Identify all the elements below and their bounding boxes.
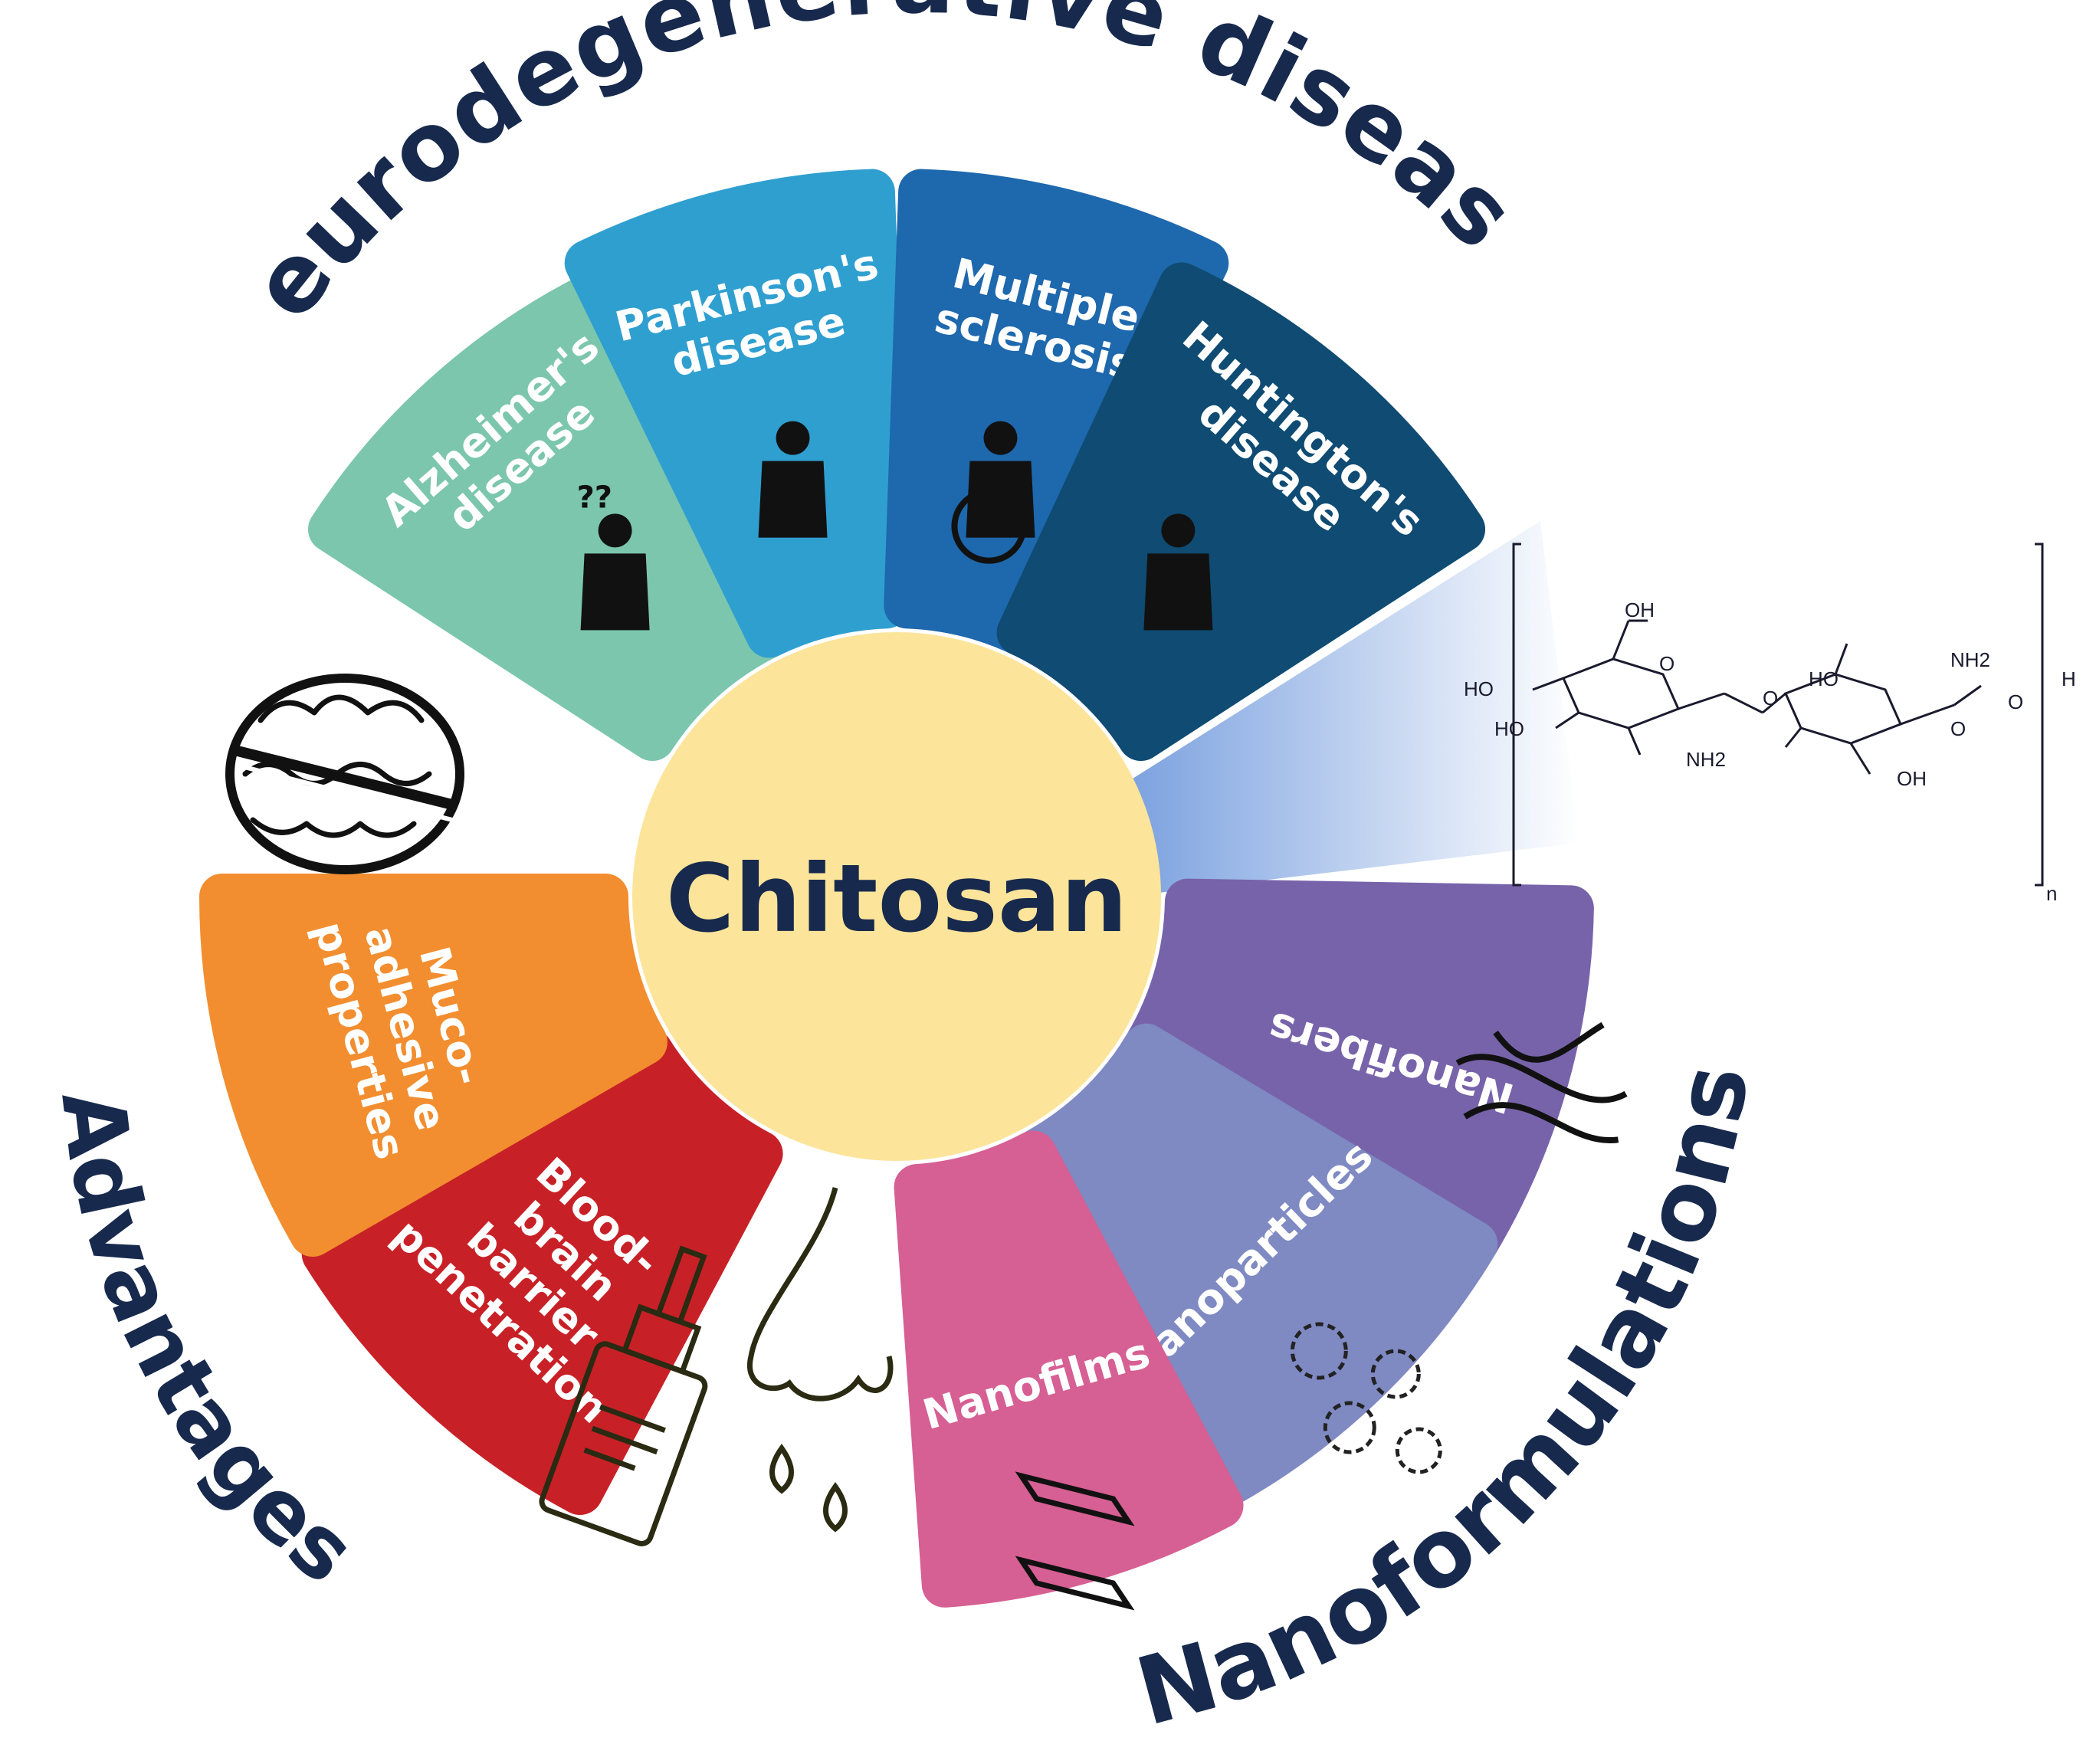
trembling-person-icon <box>758 421 828 538</box>
segment-bbb: Blood-brainbarrierpenetration <box>301 1028 783 1515</box>
fallen-person-icon <box>1143 513 1213 631</box>
structure-label: n <box>2046 882 2057 905</box>
segment-nanoparticles: Nanoparticles <box>1015 1023 1498 1510</box>
structure-label: NH2 <box>1950 648 1990 671</box>
structure-label: HO <box>1494 717 1524 740</box>
structure-label: O <box>1950 717 1966 740</box>
nasal-spray-icon <box>539 1245 708 1546</box>
segment-shape-nanoparticles <box>1015 1023 1498 1510</box>
nanofilm-icon <box>1015 1471 1135 1611</box>
structure-label: HO <box>1464 677 1494 700</box>
question-marks-icon: ?? <box>577 480 612 515</box>
center-label: Chitosan <box>666 844 1127 953</box>
segment-shape-huntingtons <box>996 262 1486 762</box>
chitosan-structure <box>1512 543 2044 887</box>
structure-label: H <box>2062 667 2076 690</box>
structure-label: NH2 <box>1686 748 1726 771</box>
structure-beam <box>1104 521 1579 897</box>
structure-label: OH <box>1625 598 1655 621</box>
segment-shape-mucoadhesive <box>199 874 668 1257</box>
nanofibers-icon <box>1455 1021 1628 1144</box>
wheelchair-user-icon <box>951 421 1035 564</box>
structure-label: HO <box>1809 667 1839 690</box>
segment-ms: Multiplesclerosis <box>884 169 1229 658</box>
segment-shape-bbb <box>301 1028 783 1515</box>
structure-label: O <box>1659 652 1675 675</box>
center-circle <box>632 632 1161 1161</box>
confused-person-icon: ?? <box>577 480 650 631</box>
structure-label: O <box>2008 690 2023 713</box>
nanoparticles-icon <box>1290 1322 1442 1474</box>
brain-icon <box>225 674 464 874</box>
segment-parkinsons: Parkinson'sdisease <box>564 169 910 658</box>
structure-label: O <box>1763 687 1778 710</box>
segment-shape-nanofilms <box>894 1130 1244 1608</box>
segment-mucoadhesive: Muco-adhesiveproperties <box>199 874 668 1257</box>
nose-drops-icon <box>746 1187 894 1533</box>
segment-nanofilms: Nanofilms <box>894 1130 1244 1611</box>
structure-label: OH <box>1897 767 1927 790</box>
